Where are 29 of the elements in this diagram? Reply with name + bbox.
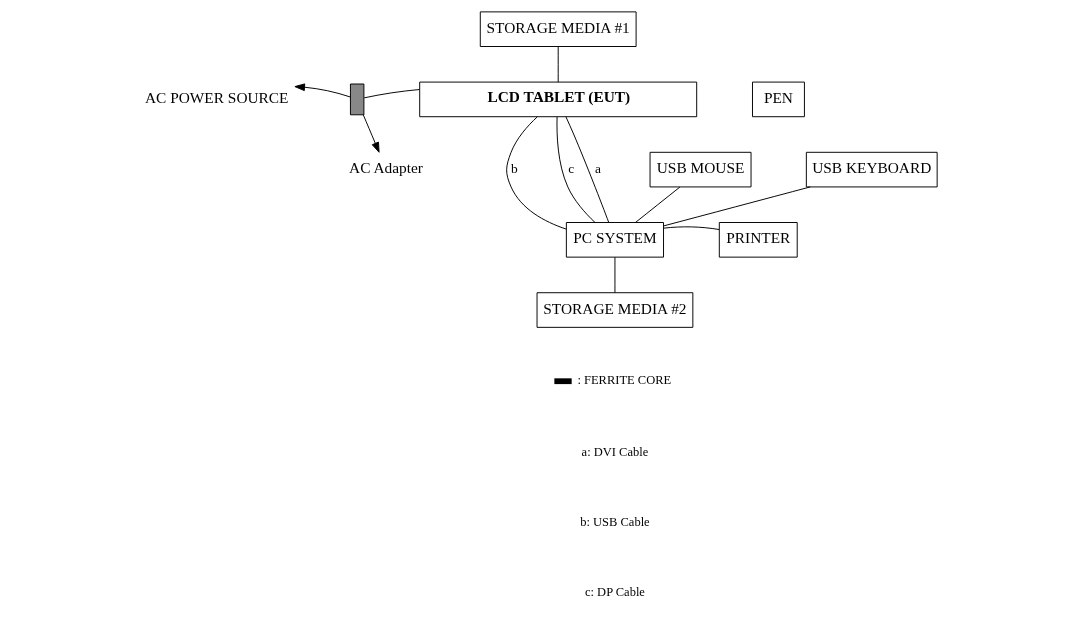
node-box: PC SYSTEM <box>565 222 664 258</box>
node-text: AC Adapter <box>349 159 423 177</box>
label: c: DP Cable <box>584 585 645 600</box>
connector <box>614 256 616 294</box>
node-box: PEN <box>752 81 805 118</box>
connector <box>663 186 811 227</box>
node-box: PRINTER <box>718 222 798 258</box>
connector <box>363 89 421 99</box>
arrow <box>294 83 351 98</box>
node-box: STORAGE MEDIA #2 <box>536 292 694 328</box>
node-box: STORAGE MEDIA #1 <box>479 11 637 47</box>
connector <box>556 116 596 223</box>
connector <box>557 46 559 83</box>
connector <box>635 186 681 223</box>
label: b: USB Cable <box>580 514 650 529</box>
node-box: USB KEYBOARD <box>805 151 938 188</box>
connector <box>565 116 610 223</box>
edge-label: c <box>568 161 575 177</box>
label: a: DVI Cable <box>581 444 649 459</box>
edge-label: b <box>511 161 518 177</box>
edge-label: a <box>595 161 602 177</box>
legend-label: : FERRITE CORE <box>577 373 672 388</box>
node-box <box>349 83 365 116</box>
node-box: USB MOUSE <box>649 151 752 188</box>
connector <box>506 116 567 230</box>
arrow <box>362 114 380 153</box>
connector <box>663 226 720 230</box>
node-text: AC POWER SOURCE <box>144 89 289 107</box>
node-box: LCD TABLET (EUT) <box>419 81 698 118</box>
